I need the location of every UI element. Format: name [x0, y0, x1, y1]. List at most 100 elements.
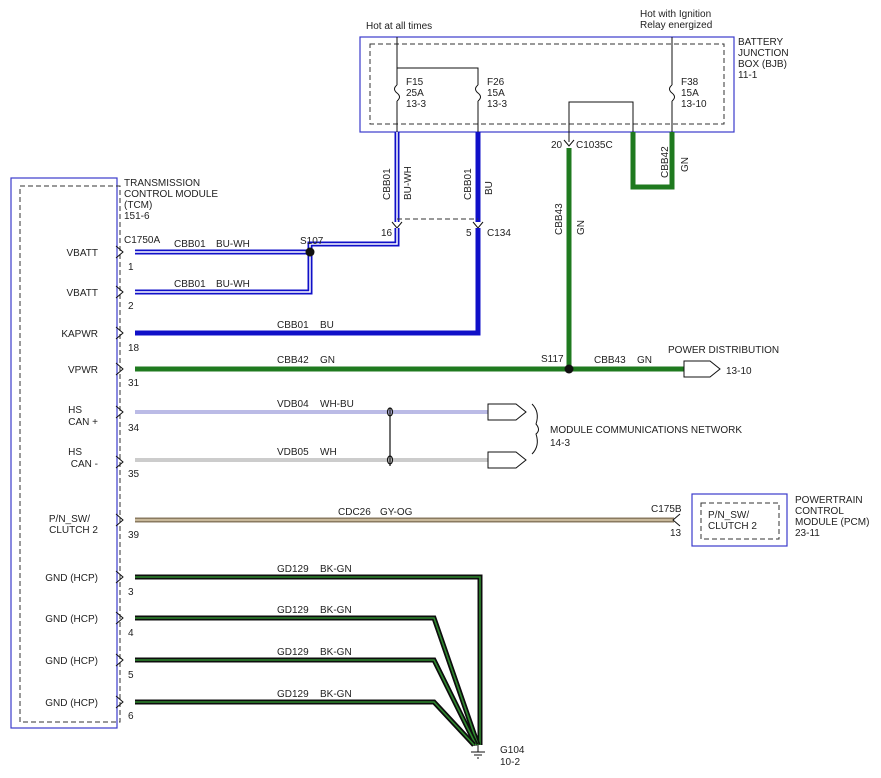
fuse-f15: F15 25A 13-3: [394, 77, 426, 110]
tcm-pin-gnd-3: GND (HCP) 3: [45, 570, 134, 598]
pd-wire-circuit: CBB43: [594, 355, 626, 366]
pin-number: 31: [128, 378, 140, 389]
pd-ref: 13-10: [726, 366, 752, 377]
pin-connector-symbol: [115, 285, 124, 299]
pcm-pin: 13: [670, 528, 682, 539]
can-plus-network-connector: [487, 403, 527, 421]
fuse-f26-rating: 15A: [487, 88, 505, 99]
splice-s117-label: S117: [541, 354, 564, 365]
network-brace: [531, 403, 539, 455]
tcm-connector: C1750A: [124, 235, 160, 246]
hot-ignition-label-2: Relay energized: [640, 20, 712, 31]
wire-circuit: CDC26: [338, 507, 371, 518]
cbb42-loop-circuit: CBB42: [660, 146, 671, 178]
cbb42-loop-color: GN: [680, 157, 691, 172]
tcm-pin-vpwr: VPWR 31: [68, 362, 140, 389]
pin-connector-symbol: [115, 513, 124, 527]
pin-number: 2: [128, 301, 134, 312]
c134-pin-right: 5: [466, 228, 472, 239]
pcm-title-3: MODULE (PCM): [795, 517, 869, 528]
fuse-f15-ref: 13-3: [406, 99, 426, 110]
pin-label-2: CAN +: [68, 417, 98, 428]
tcm-pin-gnd-6: GND (HCP) 6: [45, 695, 134, 722]
pin-label-1: P/N_SW/: [49, 514, 90, 525]
wire-hs-can-plus: VDB04 WH-BU: [135, 399, 488, 414]
wire-kapwr: CBB01 BU: [135, 228, 481, 336]
splice-s117: [564, 364, 574, 374]
pin-number: 6: [128, 711, 134, 722]
pcm-connector-symbol: [672, 513, 681, 527]
pin-label-2: CLUTCH 2: [49, 525, 98, 536]
wire-circuit: CBB01: [174, 239, 206, 250]
pin-label: GND (HCP): [45, 698, 98, 709]
wire-circuit: CBB01: [277, 320, 309, 331]
pcm-title-1: POWERTRAIN: [795, 495, 863, 506]
bjb-title-2: JUNCTION: [738, 48, 789, 59]
bjb-internal-link: [568, 101, 634, 132]
ground-g104: G104 10-2: [471, 745, 525, 768]
pin-number: 39: [128, 530, 140, 541]
wire-pn-sw-clutch2: CDC26 GY-OG: [135, 507, 674, 523]
fuse-f26-ref: 13-3: [487, 99, 507, 110]
pin-label: GND (HCP): [45, 614, 98, 625]
pin-label: KAPWR: [61, 329, 98, 340]
network-ref: 14-3: [550, 438, 570, 449]
tcm-title-3: (TCM): [124, 200, 152, 211]
twisted-pair-symbol: [386, 407, 394, 466]
fuse-f15-rating: 25A: [406, 88, 424, 99]
power-distribution-connector: POWER DISTRIBUTION 13-10: [668, 345, 779, 378]
cbb42-loop-wire: [630, 132, 675, 190]
tcm-pin-gnd-4: GND (HCP) 4: [45, 611, 134, 639]
pin-label: VPWR: [68, 365, 98, 376]
wire-hs-can-minus: VDB05 WH: [135, 447, 488, 462]
wire-gnd-4: GD129 BK-GN: [135, 605, 481, 746]
pin-connector-symbol: [115, 695, 124, 709]
pin-connector-symbol: [115, 405, 124, 419]
pin-number: 34: [128, 423, 140, 434]
wire-color: BK-GN: [320, 605, 352, 616]
f15-wire-circuit: CBB01: [382, 168, 393, 200]
bjb-title-4: 11-1: [738, 70, 758, 81]
ground-name: G104: [500, 745, 525, 756]
c1035c-pin: 20: [551, 140, 563, 151]
wire-circuit: VDB04: [277, 399, 309, 410]
cbb43-vertical-color: GN: [576, 220, 587, 235]
fuse-f38-id: F38: [681, 77, 699, 88]
pin-connector-symbol: [115, 362, 124, 376]
tcm-pin-vbatt-2: VBATT 2: [67, 285, 134, 312]
pin-connector-symbol: [115, 455, 124, 469]
c134-name: C134: [487, 228, 511, 239]
wire-gnd-5: GD129 BK-GN: [135, 647, 479, 747]
pin-label: GND (HCP): [45, 656, 98, 667]
fuse-f26-id: F26: [487, 77, 505, 88]
pcm-connector: C175B: [651, 504, 682, 515]
pin-connector-symbol: [115, 611, 124, 625]
bjb-title-1: BATTERY: [738, 37, 784, 48]
tcm-title-1: TRANSMISSION: [124, 178, 200, 189]
pin-connector-symbol: [115, 570, 124, 584]
wire-vpwr: CBB42 GN: [135, 355, 684, 372]
c134-pin-left: 16: [381, 228, 393, 239]
pin-number: 5: [128, 670, 134, 681]
wire-vbatt-1: CBB01 BU-WH: [135, 228, 400, 255]
c1035c-name: C1035C: [576, 140, 613, 151]
f26-wire-circuit: CBB01: [463, 168, 474, 200]
wire-color: BU-WH: [216, 239, 250, 250]
tcm-title-4: 151-6: [124, 211, 150, 222]
pin-connector-symbol: [115, 326, 124, 340]
pin-label-2: CAN -: [71, 459, 98, 470]
wire-circuit: GD129: [277, 564, 309, 575]
c1035c-connector-symbol: [563, 139, 575, 147]
network-title: MODULE COMMUNICATIONS NETWORK: [550, 425, 742, 436]
splice-s107: [305, 247, 315, 257]
wire-gnd-6: GD129 BK-GN: [135, 689, 476, 747]
pcm-inner-1: P/N_SW/: [708, 510, 749, 521]
fuse-f38-rating: 15A: [681, 88, 699, 99]
splice-s107-label: S107: [300, 236, 324, 247]
powertrain-control-module: P/N_SW/ CLUTCH 2 POWERTRAIN CONTROL MODU…: [691, 493, 869, 547]
pcm-inner-2: CLUTCH 2: [708, 521, 757, 532]
pin-number: 35: [128, 469, 140, 480]
pin-number: 18: [128, 343, 140, 354]
wire-vbatt-2: CBB01 BU-WH: [135, 252, 313, 295]
